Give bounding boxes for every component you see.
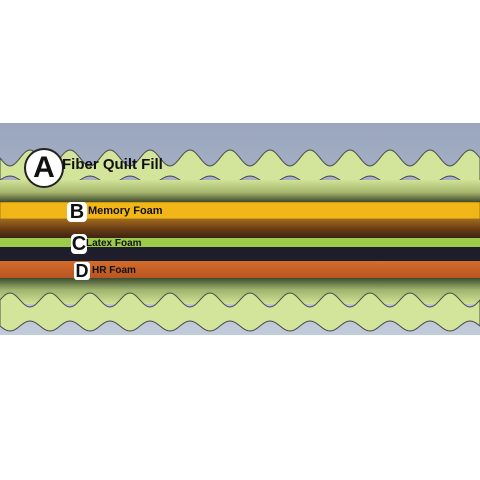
layer-b-badge: B xyxy=(67,200,87,223)
layer-a-label: Fiber Quilt Fill xyxy=(62,156,163,173)
layer-b-letter: B xyxy=(69,200,85,223)
transition-band xyxy=(0,219,480,238)
layer-a-letter: A xyxy=(33,151,55,184)
top-quilt-body xyxy=(0,180,480,202)
layer-d-badge: D xyxy=(74,260,90,281)
latex-foam-band xyxy=(0,238,480,247)
layer-c-badge: C xyxy=(71,232,87,255)
layer-c-letter: C xyxy=(71,232,87,255)
bottom-quilt-wave xyxy=(0,292,480,332)
layer-d-letter: D xyxy=(75,260,89,281)
dark-band xyxy=(0,247,480,261)
layer-c-label: Latex Foam xyxy=(86,238,142,249)
hr-foam-band xyxy=(0,261,480,278)
layer-b-label: Memory Foam xyxy=(88,205,163,217)
layer-d-label: HR Foam xyxy=(92,265,136,276)
layer-a-badge: A xyxy=(24,148,64,188)
